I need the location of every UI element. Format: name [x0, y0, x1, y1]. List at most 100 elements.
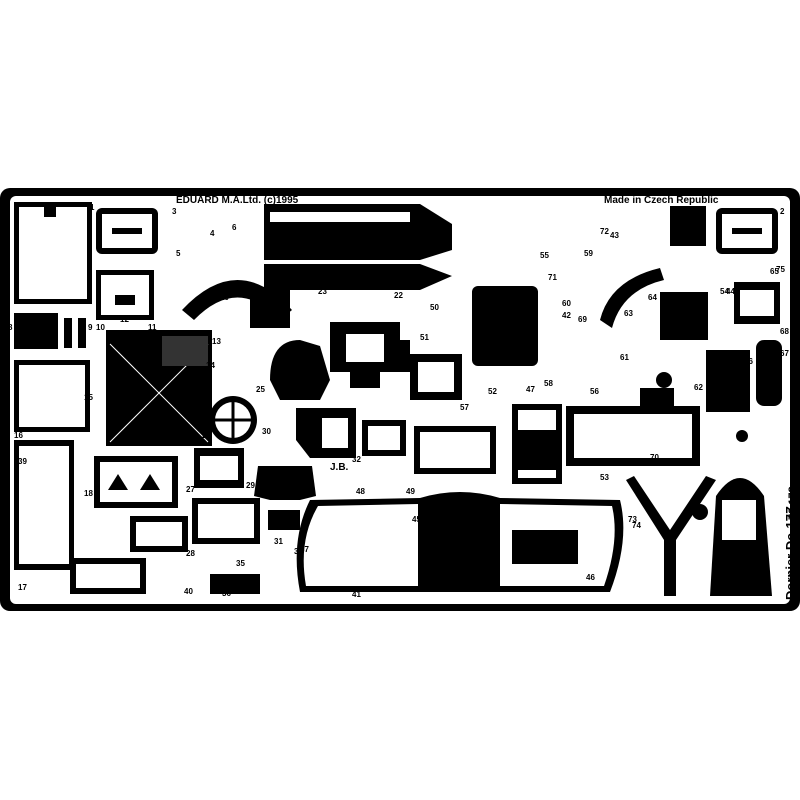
part-square	[14, 313, 58, 349]
part-number-label: 11	[148, 323, 157, 332]
part-68	[756, 340, 782, 406]
part-number-label: 61	[620, 353, 629, 362]
part-number-label: 21	[282, 269, 291, 278]
part-number-label: 47	[526, 385, 535, 394]
set-title-text: Dornier Do-17Z	[783, 506, 798, 600]
part-number-label: 25	[256, 385, 265, 394]
credit-text: EDUARD M.A.Ltd. (c)1995	[176, 195, 299, 206]
part-number-label: 65	[770, 267, 779, 276]
part-number-label: 37	[300, 545, 309, 554]
part-number-label: 17	[18, 583, 27, 592]
part-number-label: 73	[628, 515, 637, 524]
part-number-label: 51	[420, 333, 429, 342]
part-panel-13	[106, 330, 212, 446]
part-number-label: 66	[744, 357, 753, 366]
part-number-label: 70	[650, 453, 659, 462]
part-box-28	[94, 456, 178, 508]
part-ladder-75	[710, 478, 772, 596]
part-seat-25	[270, 340, 330, 400]
part-number-label: 24	[388, 323, 397, 332]
part-number-label: 55	[540, 251, 549, 260]
part-number-label: 30	[262, 427, 271, 436]
part-number-label: 59	[584, 249, 593, 258]
part-number-label: 3	[172, 207, 177, 216]
part-number-label: 40	[184, 587, 193, 596]
part-number-label: 64	[648, 293, 657, 302]
set-number-text: 72 178	[787, 486, 799, 520]
part-number-label: 44	[726, 287, 735, 296]
part-number-label: 49	[406, 487, 415, 496]
part-box-small	[96, 270, 154, 320]
part-63	[600, 268, 664, 328]
part-number-label: 38	[300, 489, 309, 498]
part-number-label: 20	[398, 237, 407, 246]
part-number-label: 60	[562, 299, 571, 308]
part-number-label: 53	[600, 473, 609, 482]
part-number-label: 74	[632, 521, 641, 530]
part-number-label: 27	[186, 485, 195, 494]
part-33	[476, 572, 490, 590]
part-number-label: 31	[274, 537, 283, 546]
part-number-label: 54	[720, 287, 729, 296]
part-55-a	[428, 572, 442, 590]
part-number-label: 15	[84, 393, 93, 402]
part-number-label: 43	[610, 231, 619, 240]
part-number-label: 34	[294, 547, 303, 556]
part-long-top	[264, 204, 452, 290]
part-number-label: 48	[356, 487, 365, 496]
part-number-label: 2	[780, 207, 785, 216]
part-wing-36	[296, 492, 624, 592]
part-number-label: 63	[624, 309, 633, 318]
part-32	[254, 466, 316, 500]
part-number-label: 16	[14, 431, 23, 440]
part-panel-16	[14, 440, 74, 570]
part-number-label: 5	[176, 249, 181, 258]
part-52	[566, 388, 700, 466]
part-number-label: 22	[394, 291, 403, 300]
part-66	[706, 350, 750, 412]
part-number-label: 32	[352, 455, 361, 464]
part-number-label: 1	[90, 203, 95, 212]
part-number-label: 57	[460, 403, 469, 412]
part-number-label: 72	[600, 227, 609, 236]
part-number-label: 19	[220, 293, 229, 302]
part-69	[670, 206, 706, 246]
part-frame-right	[716, 208, 778, 254]
part-number-label: 46	[586, 573, 595, 582]
part-number-label: 35	[236, 559, 245, 568]
part-cross-24	[330, 322, 410, 388]
designer-text: J.B.	[330, 462, 349, 473]
part-number-label: 6	[232, 223, 237, 232]
part-number-label: 68	[780, 327, 789, 336]
part-number-label: 23	[318, 287, 327, 296]
part-number-label: 41	[352, 590, 361, 599]
part-number-label: 67	[780, 349, 789, 358]
part-number-label: 76	[758, 583, 767, 592]
part-number-label: 33	[290, 513, 299, 522]
part-number-label: 26	[202, 431, 211, 440]
part-number-label: 12	[120, 315, 129, 324]
part-number-label: 42	[562, 311, 571, 320]
part-number-label: 50	[430, 303, 439, 312]
part-73	[626, 476, 716, 596]
part-number-label: 58	[544, 379, 553, 388]
part-number-label: 14	[206, 361, 215, 370]
part-number-label: 28	[186, 549, 195, 558]
part-number-label: 52	[488, 387, 497, 396]
part-number-label: 4	[210, 229, 215, 238]
part-number-label: 56	[590, 387, 599, 396]
part-frame-small	[96, 208, 158, 254]
part-panel-left	[14, 202, 92, 304]
part-number-label: 39	[18, 457, 27, 466]
part-58	[472, 286, 538, 366]
part-panel-15	[14, 360, 90, 432]
part-number-label: 18	[84, 489, 93, 498]
part-55-b	[452, 572, 466, 590]
part-number-label: 75	[776, 265, 785, 274]
part-number-label: 29	[246, 481, 255, 490]
part-number-label: 62	[694, 383, 703, 392]
part-number-label: 69	[578, 315, 587, 324]
part-64	[660, 292, 708, 340]
